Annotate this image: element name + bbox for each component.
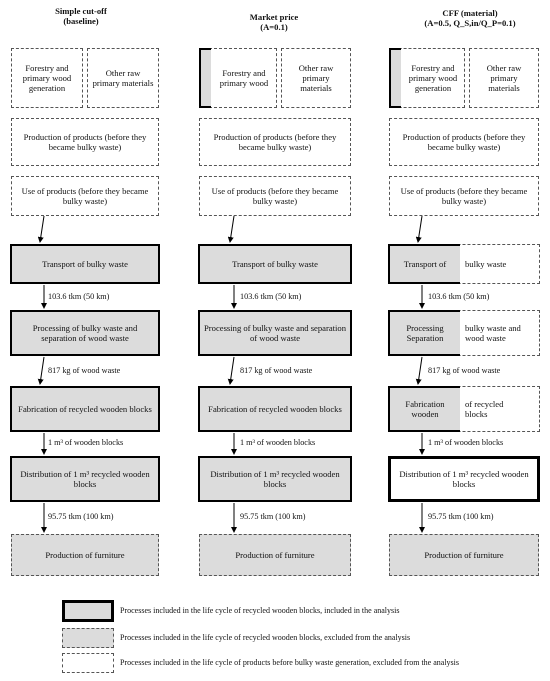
legend-excluded-swatch <box>62 628 114 648</box>
baseline-transport-box: Transport of bulky waste <box>10 244 160 284</box>
cff-fabrication-excluded-part: of recycled blocks <box>461 387 539 431</box>
baseline-distribution-box: Distribution of 1 m³ recycled wooden blo… <box>10 456 160 502</box>
baseline-transport-label: Transport of bulky waste <box>42 259 128 269</box>
cff-transport-label-a: Transport of <box>403 259 447 269</box>
cff-processing-label-a: Processing Separation <box>406 323 444 343</box>
cff-fabrication-label-a: Fabrication wooden <box>405 399 445 419</box>
market-fabrication-box: Fabrication of recycled wooden blocks <box>198 386 352 432</box>
market-arrow-processing-fabrication <box>227 356 235 385</box>
cff-forestry-box: Forestry and primary wood generation <box>389 48 465 108</box>
cff-distribution-flow: 95.75 tkm (100 km) <box>428 512 494 521</box>
market-blocks-flow: 1 m³ of wooden blocks <box>240 438 316 447</box>
header-cff: CFF (material) (A=0.5, Q_S,in/Q_P=0.1) <box>395 8 545 28</box>
cff-fabrication-included-part: Fabrication wooden <box>388 386 460 432</box>
market-forestry-box: Forestry and primary wood <box>199 48 277 108</box>
header-cff-title: CFF (material) <box>442 8 498 18</box>
header-market-subtitle: (A=0.1) <box>260 22 288 32</box>
cff-distribution-label: Distribution of 1 m³ recycled wooden blo… <box>399 469 529 489</box>
baseline-wood-waste-flow: 817 kg of wood waste <box>48 366 121 375</box>
legend-before-swatch <box>62 653 114 673</box>
baseline-furniture-label: Production of furniture <box>45 550 125 560</box>
legend-included-swatch <box>62 600 114 622</box>
legend-included-text: Processes included in the life cycle of … <box>120 606 400 615</box>
cff-arrow-processing-fabrication <box>415 356 423 385</box>
cff-arrow-use-transport <box>415 215 423 243</box>
baseline-furniture-box: Production of furniture <box>11 534 159 576</box>
cff-furniture-label: Production of furniture <box>424 550 504 560</box>
baseline-use-box: Use of products (before they became bulk… <box>11 176 159 216</box>
baseline-distribution-flow: 95.75 tkm (100 km) <box>48 512 114 521</box>
baseline-fabrication-label: Fabrication of recycled wooden blocks <box>18 404 152 414</box>
cff-other-raw-box: Other raw primary materials <box>469 48 539 108</box>
legend-excluded-text: Processes included in the life cycle of … <box>120 633 411 642</box>
market-production-label: Production of products (before they beca… <box>213 132 337 152</box>
cff-transport-flow: 103.6 tkm (50 km) <box>428 292 490 301</box>
cff-distribution-box: Distribution of 1 m³ recycled wooden blo… <box>388 456 540 502</box>
market-furniture-label: Production of furniture <box>235 550 315 560</box>
cff-forestry-included-part <box>389 48 401 108</box>
cff-fabrication-box: Fabrication wooden of recycled blocks <box>388 386 540 432</box>
market-distribution-label: Distribution of 1 m³ recycled wooden blo… <box>210 469 340 489</box>
baseline-blocks-flow: 1 m³ of wooden blocks <box>48 438 124 447</box>
market-wood-waste-flow: 817 kg of wood waste <box>240 366 313 375</box>
cff-fabrication-label-b: of recycled blocks <box>465 399 504 419</box>
cff-furniture-box: Production of furniture <box>389 534 539 576</box>
baseline-other-raw-box: Other raw primary materials <box>87 48 159 108</box>
cff-transport-excluded-part: bulky waste <box>461 245 539 283</box>
market-use-label: Use of products (before they became bulk… <box>211 186 339 206</box>
cff-other-raw-label: Other raw primary materials <box>486 63 522 93</box>
market-furniture-box: Production of furniture <box>199 534 351 576</box>
market-other-raw-box: Other raw primary materials <box>281 48 351 108</box>
cff-transport-included-part: Transport of <box>388 244 460 284</box>
market-transport-label: Transport of bulky waste <box>232 259 318 269</box>
market-transport-box: Transport of bulky waste <box>198 244 352 284</box>
baseline-production-box: Production of products (before they beca… <box>11 118 159 166</box>
baseline-transport-flow: 103.6 tkm (50 km) <box>48 292 110 301</box>
header-baseline-title: Simple cut-off <box>55 6 107 16</box>
cff-transport-label-b: bulky waste <box>465 259 507 269</box>
market-forestry-included-part <box>199 48 211 108</box>
market-processing-box: Processing of bulky waste and separation… <box>198 310 352 356</box>
cff-blocks-flow: 1 m³ of wooden blocks <box>428 438 504 447</box>
baseline-other-raw-label: Other raw primary materials <box>92 68 154 88</box>
cff-production-box: Production of products (before they beca… <box>389 118 539 166</box>
baseline-distribution-label: Distribution of 1 m³ recycled wooden blo… <box>20 469 150 489</box>
header-cff-subtitle: (A=0.5, Q_S,in/Q_P=0.1) <box>424 18 516 28</box>
market-use-box: Use of products (before they became bulk… <box>199 176 351 216</box>
market-fabrication-label: Fabrication of recycled wooden blocks <box>208 404 342 414</box>
header-market-title: Market price <box>249 12 299 22</box>
cff-use-label: Use of products (before they became bulk… <box>400 186 528 206</box>
cff-processing-included-part: Processing Separation <box>388 310 460 356</box>
cff-processing-excluded-part: bulky waste and wood waste <box>461 311 539 355</box>
market-production-box: Production of products (before they beca… <box>199 118 351 166</box>
baseline-arrow-processing-fabrication <box>37 356 45 385</box>
baseline-production-label: Production of products (before they beca… <box>23 132 147 152</box>
legend-before-text: Processes included in the life cycle of … <box>120 658 459 667</box>
market-processing-label: Processing of bulky waste and separation… <box>204 323 347 343</box>
market-transport-flow: 103.6 tkm (50 km) <box>240 292 302 301</box>
baseline-forestry-box: Forestry and primary wood generation <box>11 48 83 108</box>
market-distribution-flow: 95.75 tkm (100 km) <box>240 512 306 521</box>
market-distribution-box: Distribution of 1 m³ recycled wooden blo… <box>198 456 352 502</box>
cff-wood-waste-flow: 817 kg of wood waste <box>428 366 501 375</box>
market-forestry-label: Forestry and primary wood <box>219 68 269 88</box>
header-baseline: Simple cut-off (baseline) <box>12 6 150 26</box>
header-market: Market price (A=0.1) <box>205 12 343 32</box>
baseline-arrow-use-transport <box>37 215 45 243</box>
baseline-fabrication-box: Fabrication of recycled wooden blocks <box>10 386 160 432</box>
market-arrow-use-transport <box>227 215 235 243</box>
cff-use-box: Use of products (before they became bulk… <box>389 176 539 216</box>
cff-production-label: Production of products (before they beca… <box>402 132 526 152</box>
baseline-processing-label: Processing of bulky waste and separation… <box>32 323 138 343</box>
market-other-raw-label: Other raw primary materials <box>298 63 334 93</box>
cff-processing-label-b: bulky waste and wood waste <box>465 323 521 343</box>
cff-transport-box: Transport of bulky waste <box>388 244 540 284</box>
baseline-use-label: Use of products (before they became bulk… <box>21 186 149 206</box>
cff-processing-box: Processing Separation bulky waste and wo… <box>388 310 540 356</box>
header-baseline-subtitle: (baseline) <box>63 16 99 26</box>
baseline-forestry-label: Forestry and primary wood generation <box>22 63 72 93</box>
cff-forestry-label: Forestry and primary wood generation <box>408 63 458 93</box>
baseline-processing-box: Processing of bulky waste and separation… <box>10 310 160 356</box>
